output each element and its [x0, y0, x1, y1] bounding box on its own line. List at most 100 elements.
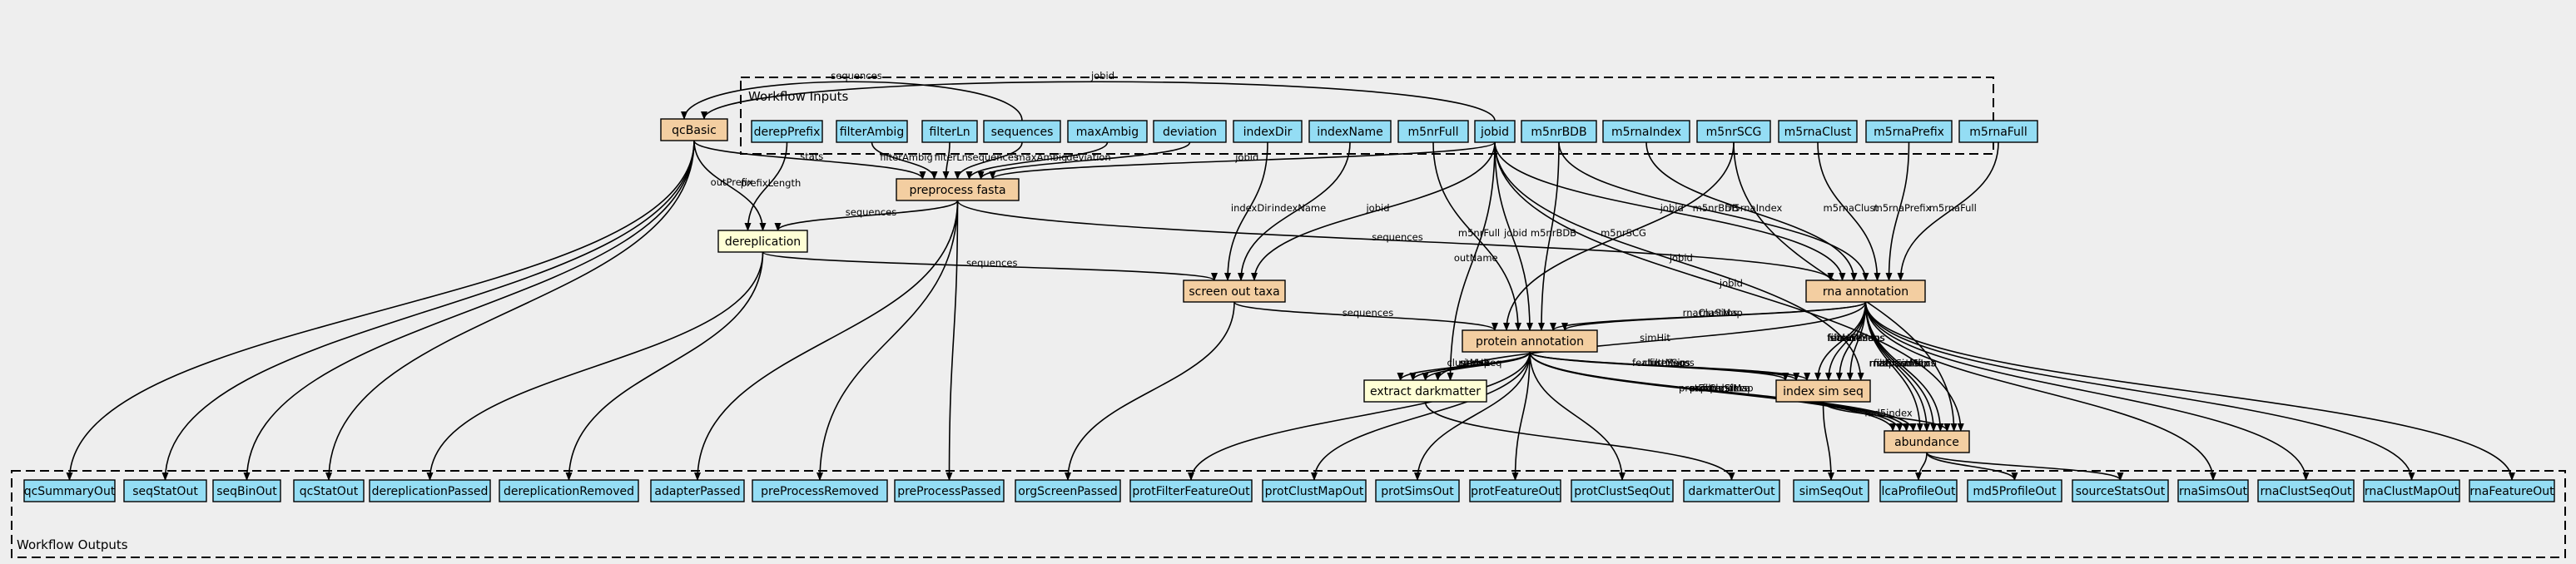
step-qc-basic-label: qcBasic	[672, 124, 717, 137]
output-prot-clust-seq-out[interactable]: protClustSeqOut	[1571, 479, 1674, 502]
output-dereplication-passed[interactable]: dereplicationPassed	[369, 479, 491, 502]
edge: maxAmbig	[965, 141, 1109, 180]
input-jobid[interactable]: jobid	[1474, 120, 1516, 143]
output-prot-filter-feature-out[interactable]: protFilterFeatureOut	[1129, 479, 1253, 502]
edge	[1065, 301, 1235, 481]
output-pre-process-passed[interactable]: preProcessPassed	[894, 479, 1005, 502]
step-protein-annotation[interactable]: protein annotation	[1462, 329, 1598, 353]
edge-line	[1822, 401, 1951, 432]
step-preprocess-fasta[interactable]: preprocess fasta	[896, 178, 1020, 201]
edge-line	[954, 141, 1023, 180]
step-index-sim-seq[interactable]: index sim seq	[1775, 379, 1871, 403]
output-sim-seq-out[interactable]: simSeqOut	[1793, 479, 1869, 502]
output-pre-process-removed[interactable]: preProcessRemoved	[752, 479, 888, 502]
edge-label: outName	[1454, 252, 1498, 264]
output-qc-summary-out[interactable]: qcSummaryOut	[23, 479, 116, 502]
output-source-stats-out[interactable]: sourceStatsOut	[2072, 479, 2169, 502]
input-m5nr-full[interactable]: m5nrFull	[1397, 120, 1469, 143]
edge: m5rnaFull	[1897, 141, 1999, 281]
output-md5-profile-out-box	[1967, 479, 2062, 502]
edge: filterSims	[1529, 351, 1917, 432]
step-qc-basic[interactable]: qcBasic	[660, 118, 728, 141]
output-seq-bin-out[interactable]: seqBinOut	[212, 479, 281, 502]
step-extract-darkmatter[interactable]: extract darkmatter	[1363, 379, 1487, 403]
output-md5-profile-out[interactable]: md5ProfileOut	[1967, 479, 2062, 502]
output-prot-sims-out[interactable]: protSimsOut	[1375, 479, 1460, 502]
output-org-screen-passed[interactable]: orgScreenPassed	[1015, 479, 1121, 502]
input-index-dir[interactable]: indexDir	[1233, 120, 1303, 143]
input-m5rna-prefix[interactable]: m5rnaPrefix	[1865, 120, 1953, 143]
edge-label: expandSims	[1689, 383, 1747, 394]
output-pre-process-removed-box	[752, 479, 888, 502]
edge-label: jobid	[1234, 151, 1258, 163]
edge-line	[161, 140, 695, 481]
edge-line	[1529, 351, 1917, 432]
input-index-name[interactable]: indexName	[1308, 120, 1392, 143]
output-seq-stat-out[interactable]: seqStatOut	[123, 479, 207, 502]
input-sequences[interactable]: sequences	[983, 120, 1061, 143]
input-max-ambig-label: maxAmbig	[1076, 126, 1139, 139]
output-adapter-passed[interactable]: adapterPassed	[650, 479, 745, 502]
edge: sequences	[774, 200, 959, 231]
edge-label: jobid	[1719, 278, 1743, 289]
step-abundance[interactable]: abundance	[1884, 430, 1970, 453]
edge	[66, 140, 695, 481]
step-protein-annotation-box	[1462, 329, 1598, 353]
edge-line	[744, 141, 788, 231]
step-screen-out-taxa[interactable]: screen out taxa	[1183, 280, 1286, 303]
input-m5rna-full[interactable]: m5rnaFull	[1958, 120, 2038, 143]
output-seq-bin-out-box	[212, 479, 281, 502]
output-dereplication-removed[interactable]: dereplicationRemoved	[499, 479, 639, 502]
input-filter-ambig[interactable]: filterAmbig	[836, 120, 908, 143]
output-darkmatter-out[interactable]: darkmatterOut	[1683, 479, 1780, 502]
output-rna-clust-map-out[interactable]: rnaClustMapOut	[2363, 479, 2460, 502]
cluster-outputs-label: Workflow Outputs	[17, 537, 128, 552]
edge-label: rnaSims	[1699, 307, 1738, 319]
edge-line	[1926, 452, 2124, 481]
output-prot-clust-seq-out-label: protClustSeqOut	[1574, 485, 1670, 498]
edge: indexName	[1238, 141, 1351, 281]
edge-line	[816, 200, 959, 481]
edge-line	[942, 141, 950, 180]
edge-label: stats	[800, 151, 823, 162]
step-rna-annotation[interactable]: rna annotation	[1805, 280, 1926, 303]
input-m5rna-clust[interactable]: m5rnaClust	[1778, 120, 1858, 143]
edge: sequences	[762, 251, 1218, 281]
input-max-ambig[interactable]: maxAmbig	[1067, 120, 1148, 143]
input-derep-prefix-label: derepPrefix	[754, 126, 821, 139]
input-index-name-label: indexName	[1317, 126, 1383, 139]
edge-label: md5index	[1864, 408, 1912, 419]
output-prot-feature-out[interactable]: protFeatureOut	[1469, 479, 1561, 502]
edge-line	[1538, 141, 1560, 331]
cluster-inputs	[740, 77, 1994, 155]
edge-line	[243, 140, 695, 481]
output-prot-clust-map-out[interactable]: protClustMapOut	[1262, 479, 1367, 502]
input-derep-prefix[interactable]: derepPrefix	[751, 120, 823, 143]
edge: jobid	[989, 141, 1496, 180]
input-m5nr-bdb[interactable]: m5nrBDB	[1521, 120, 1597, 143]
edge-label: jobid	[1090, 70, 1114, 82]
edge-label: m5nrSCG	[1601, 227, 1646, 239]
output-rna-sims-out-label: rnaSimsOut	[2179, 485, 2248, 498]
step-dereplication[interactable]: dereplication	[717, 230, 808, 253]
edge-line	[1864, 301, 2415, 481]
edge-line	[1503, 141, 1735, 331]
edge	[1511, 351, 1531, 481]
output-rna-clust-map-out-box	[2363, 479, 2460, 502]
edge	[1926, 452, 2018, 481]
edge-label: filterSims	[1702, 383, 1747, 394]
edge-label: deviation	[1066, 151, 1110, 163]
output-rna-sims-out[interactable]: rnaSimsOut	[2177, 479, 2249, 502]
edge-line	[1885, 141, 1910, 281]
output-seq-stat-out-box	[123, 479, 207, 502]
input-deviation[interactable]: deviation	[1153, 120, 1227, 143]
output-rna-clust-seq-out[interactable]: rnaClustSeqOut	[2257, 479, 2355, 502]
input-m5rna-index[interactable]: m5rnaIndex	[1602, 120, 1690, 143]
output-lca-profile-out[interactable]: lcaProfileOut	[1879, 479, 1958, 502]
output-rna-feature-out[interactable]: rnaFeatureOut	[2469, 479, 2555, 502]
input-m5nr-scg[interactable]: m5nrSCG	[1696, 120, 1771, 143]
edge-line	[1561, 301, 1867, 331]
input-filter-ln[interactable]: filterLn	[921, 120, 978, 143]
output-qc-stat-out[interactable]: qcStatOut	[293, 479, 365, 502]
